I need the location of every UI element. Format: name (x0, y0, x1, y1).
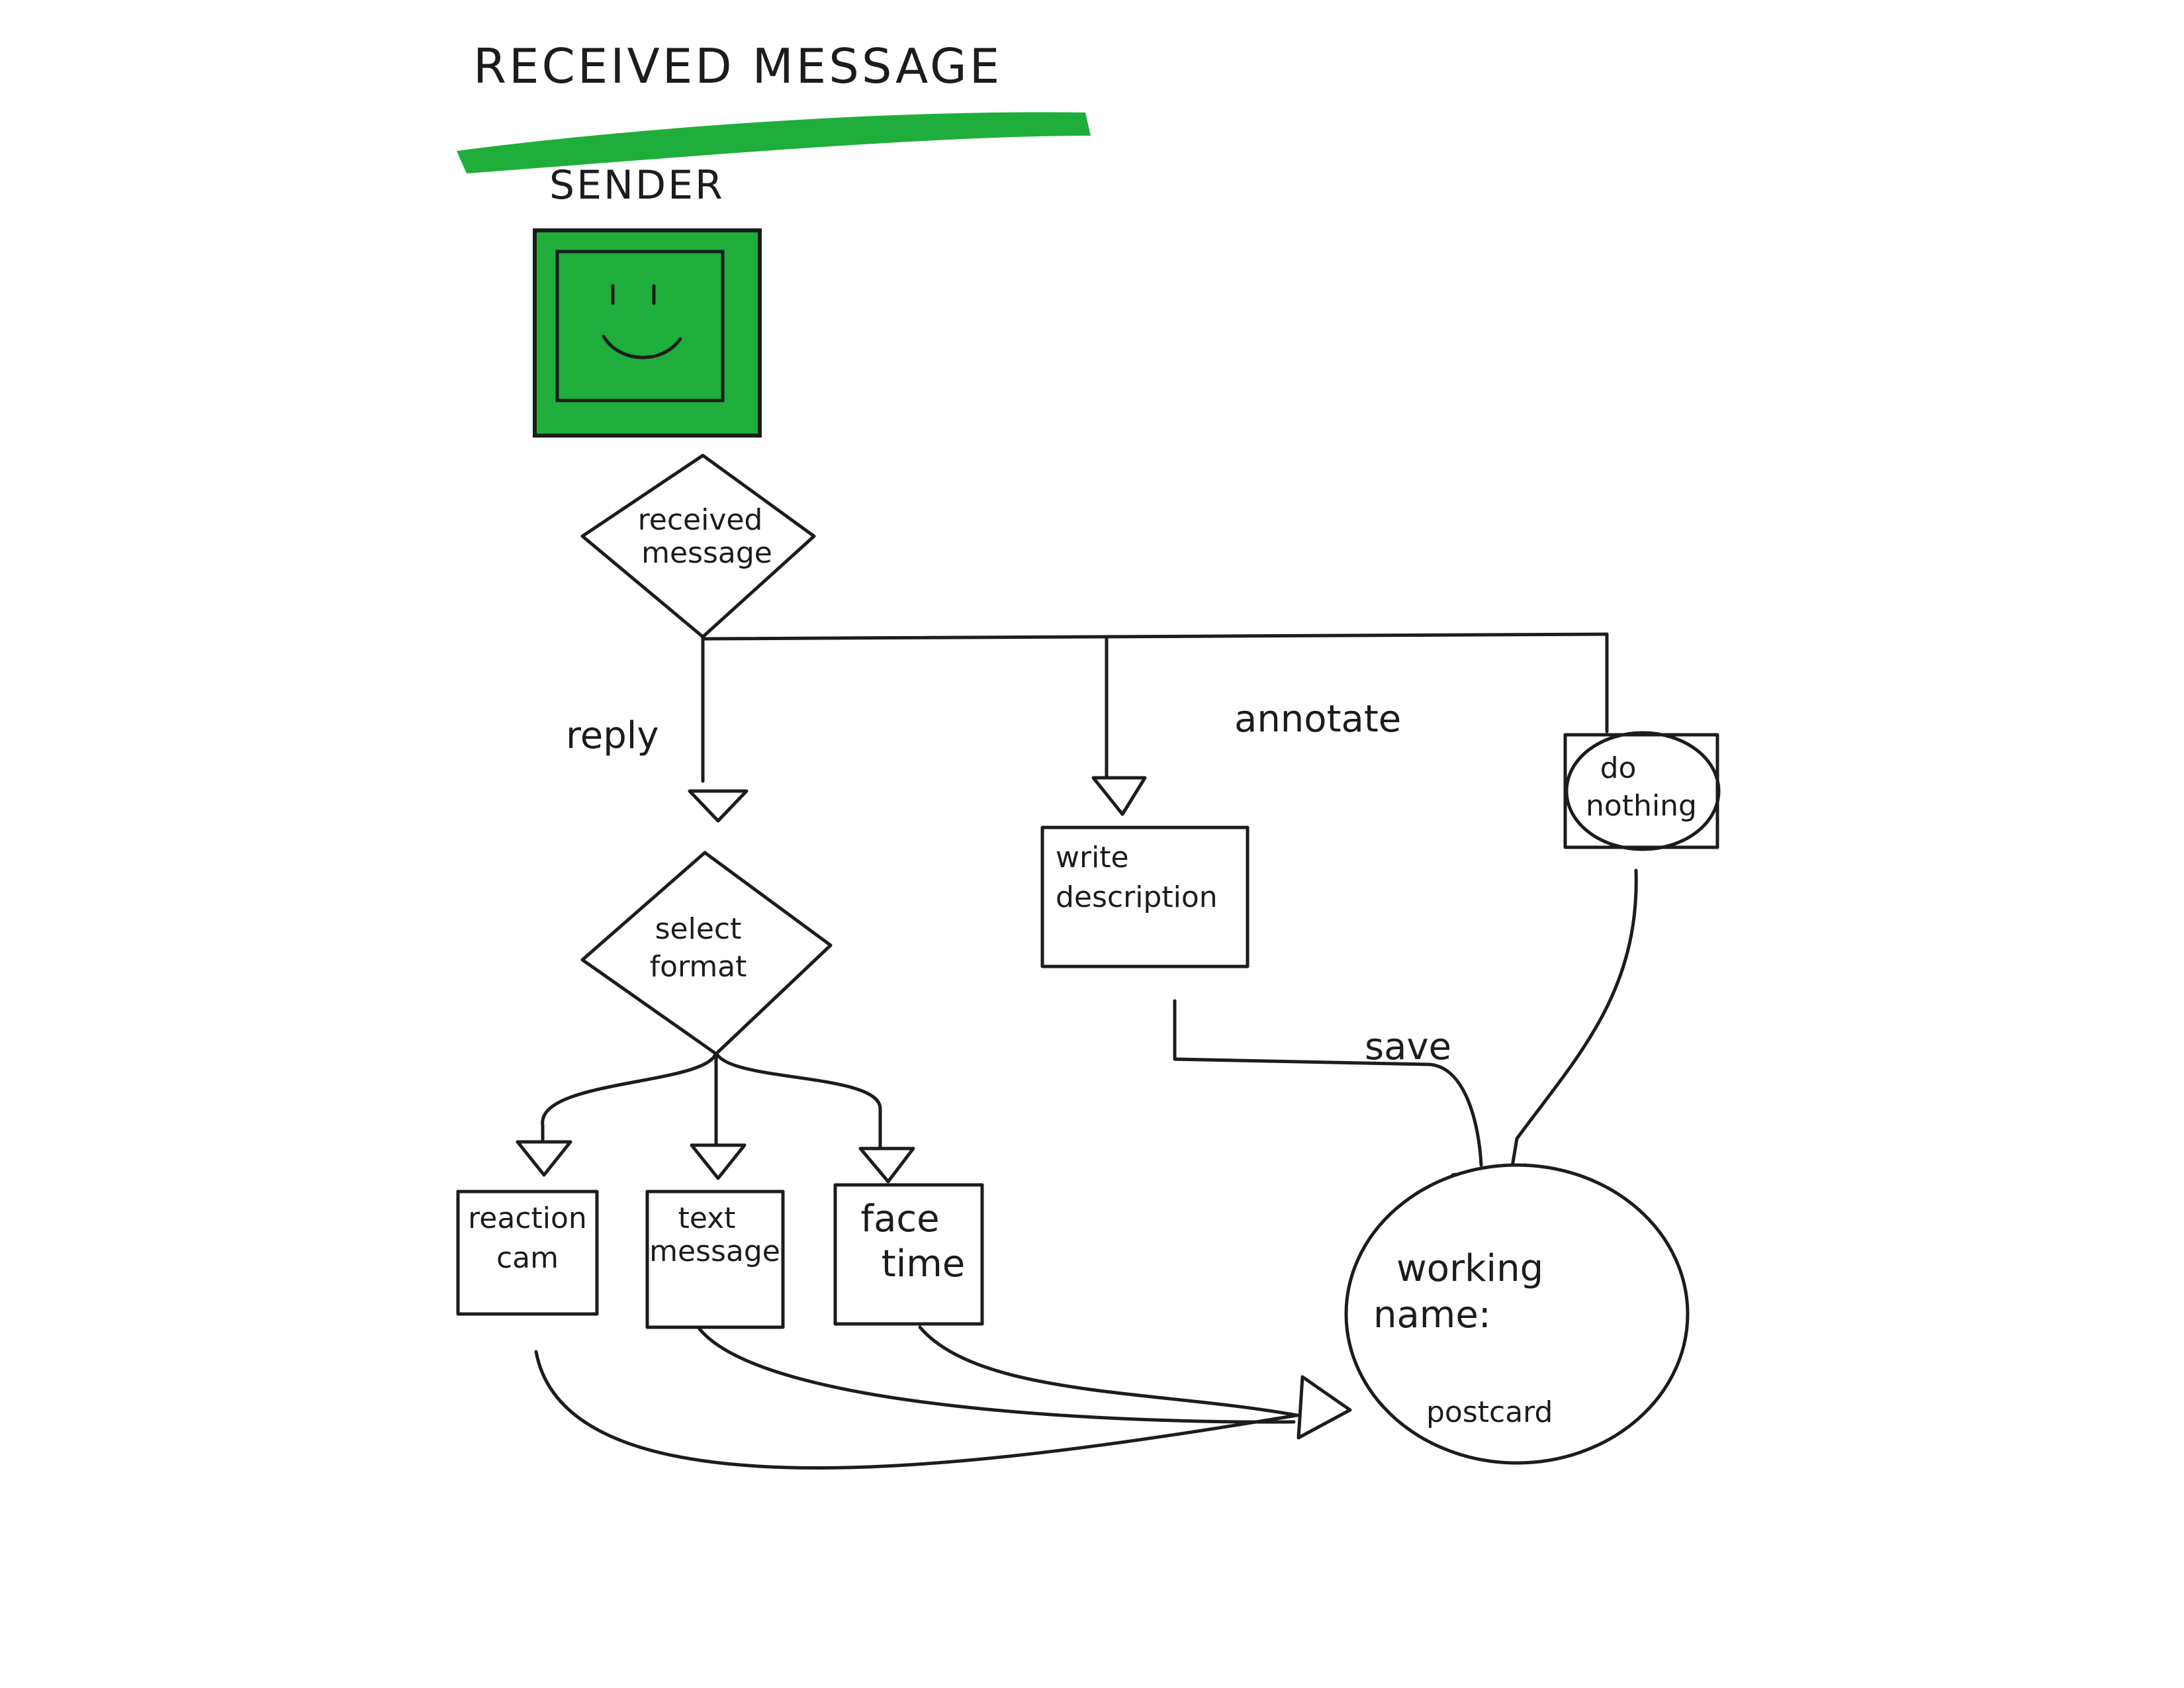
arrowhead-reply (688, 789, 749, 823)
sender-label: SENDER (549, 162, 725, 209)
terminal-do-nothing: do nothing (1563, 731, 1721, 851)
process-reaction-cam: reaction cam (456, 1190, 599, 1316)
arrowhead-text-message (690, 1143, 747, 1180)
do-nothing-line-1: do (1600, 751, 1637, 785)
green-highlighter-stroke (457, 112, 1091, 173)
process-write-description: write description (1040, 825, 1250, 968)
select-format-line-2: format (650, 950, 747, 984)
arrowhead-postcard (1297, 1375, 1352, 1440)
decision-received-message: received message (580, 453, 816, 639)
received-message-line-2: message (641, 536, 772, 570)
working-name-line-1: working (1396, 1247, 1543, 1290)
working-name-line-2: name: (1373, 1293, 1491, 1336)
reaction-cam-line-2: cam (496, 1241, 559, 1275)
write-description-line-1: write (1056, 841, 1129, 874)
face-time-line-2: time (882, 1243, 966, 1286)
write-description-line-2: description (1056, 880, 1218, 914)
postcard-label: postcard (1426, 1395, 1553, 1429)
text-message-line-2: message (649, 1235, 780, 1268)
smiley-face-icon (602, 284, 682, 359)
header: RECEIVED MESSAGE SENDER (457, 38, 1091, 209)
arrowhead-reaction-cam (516, 1140, 572, 1177)
arrowhead-annotate (1091, 776, 1147, 816)
arrowhead-face-time (858, 1147, 915, 1184)
edge-label-annotate: annotate (1234, 698, 1401, 741)
do-nothing-line-2: nothing (1586, 789, 1697, 823)
connectors (534, 632, 1638, 1470)
reaction-cam-line-1: reaction (468, 1201, 587, 1235)
face-time-line-1: face (860, 1197, 939, 1241)
process-text-message: text message (645, 1190, 785, 1329)
page-title: RECEIVED MESSAGE (473, 38, 1002, 94)
terminal-working-name: working name: postcard (1344, 1163, 1690, 1465)
avatar (533, 228, 762, 438)
edge-label-save: save (1365, 1025, 1451, 1068)
received-message-line-1: received (638, 503, 763, 537)
decision-select-format: select format (580, 851, 833, 1056)
process-face-time: face time (833, 1183, 984, 1326)
select-format-line-1: select (655, 912, 742, 946)
edge-label-reply: reply (566, 714, 659, 757)
text-message-line-1: text (678, 1201, 736, 1235)
